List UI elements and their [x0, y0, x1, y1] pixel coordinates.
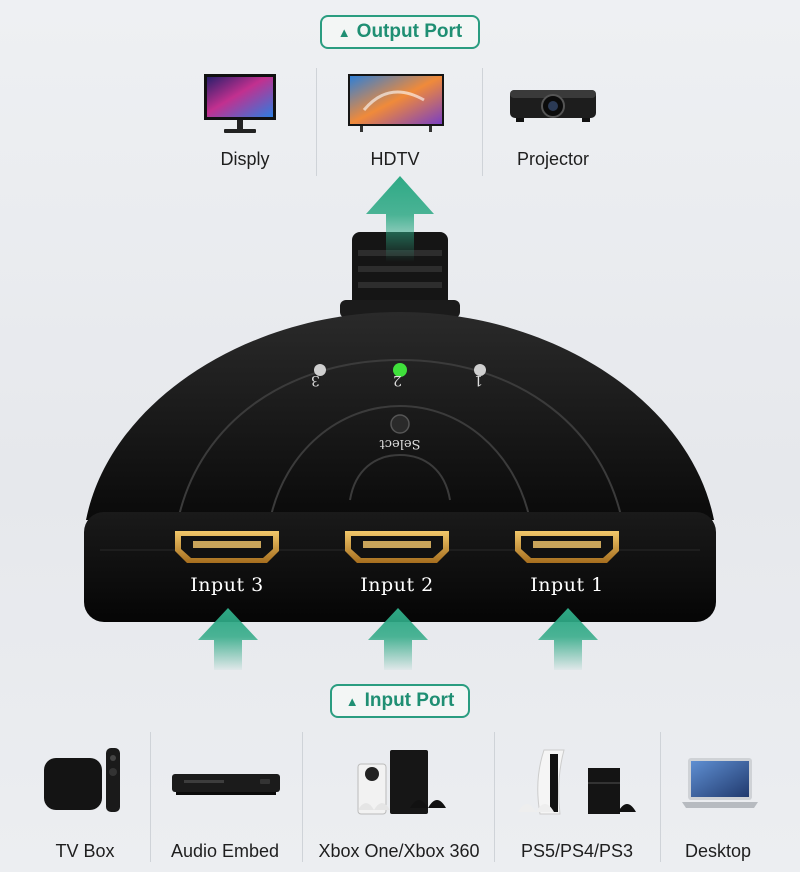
led-number: 3 — [311, 372, 320, 388]
input-port-badge: ▲ Input Port — [330, 684, 470, 718]
arrow-up-icon — [538, 608, 598, 670]
projector-icon — [510, 90, 596, 122]
playstation-console-icon — [518, 749, 636, 815]
tv-box-icon — [44, 748, 120, 812]
input-device-label: PS5/PS4/PS3 — [520, 841, 634, 861]
bluray-player-icon — [172, 774, 280, 795]
divider — [150, 732, 151, 862]
arrow-up-icon — [368, 608, 428, 670]
arrow-up-icon — [198, 608, 258, 670]
monitor-icon — [204, 74, 276, 133]
output-port-label: Output Port — [356, 21, 463, 42]
triangle-up-icon: ▲ — [337, 24, 351, 40]
hdmi-port-icon — [175, 531, 279, 563]
input-device-label: Desktop — [684, 841, 752, 861]
port-label-input-2: Input 2 — [360, 574, 434, 596]
led-number: 2 — [393, 372, 402, 388]
arrow-up-icon — [366, 176, 434, 262]
tv-icon — [348, 74, 444, 132]
laptop-icon — [682, 758, 758, 808]
hdmi-switch-illustration — [84, 176, 716, 670]
led-number: 1 — [474, 372, 483, 388]
hdmi-port-icon — [515, 531, 619, 563]
input-port-label: Input Port — [364, 690, 455, 711]
output-device-label: HDTV — [370, 149, 420, 169]
divider — [482, 68, 483, 176]
output-port-badge: ▲ Output Port — [320, 15, 480, 49]
hdmi-port-icon — [345, 531, 449, 563]
port-label-input-3: Input 3 — [190, 574, 264, 596]
xbox-console-icon — [357, 750, 446, 815]
output-device-label: Projector — [516, 149, 590, 169]
input-device-label: Xbox One/Xbox 360 — [318, 841, 480, 861]
divider — [660, 732, 661, 862]
output-device-label: Disply — [220, 149, 270, 169]
input-device-label: Audio Embed — [170, 841, 280, 861]
divider — [302, 732, 303, 862]
divider — [316, 68, 317, 176]
select-label: Select — [379, 436, 421, 451]
divider — [494, 732, 495, 862]
port-label-input-1: Input 1 — [530, 574, 604, 596]
triangle-up-icon: ▲ — [345, 693, 359, 709]
input-device-label: TV Box — [55, 841, 115, 861]
